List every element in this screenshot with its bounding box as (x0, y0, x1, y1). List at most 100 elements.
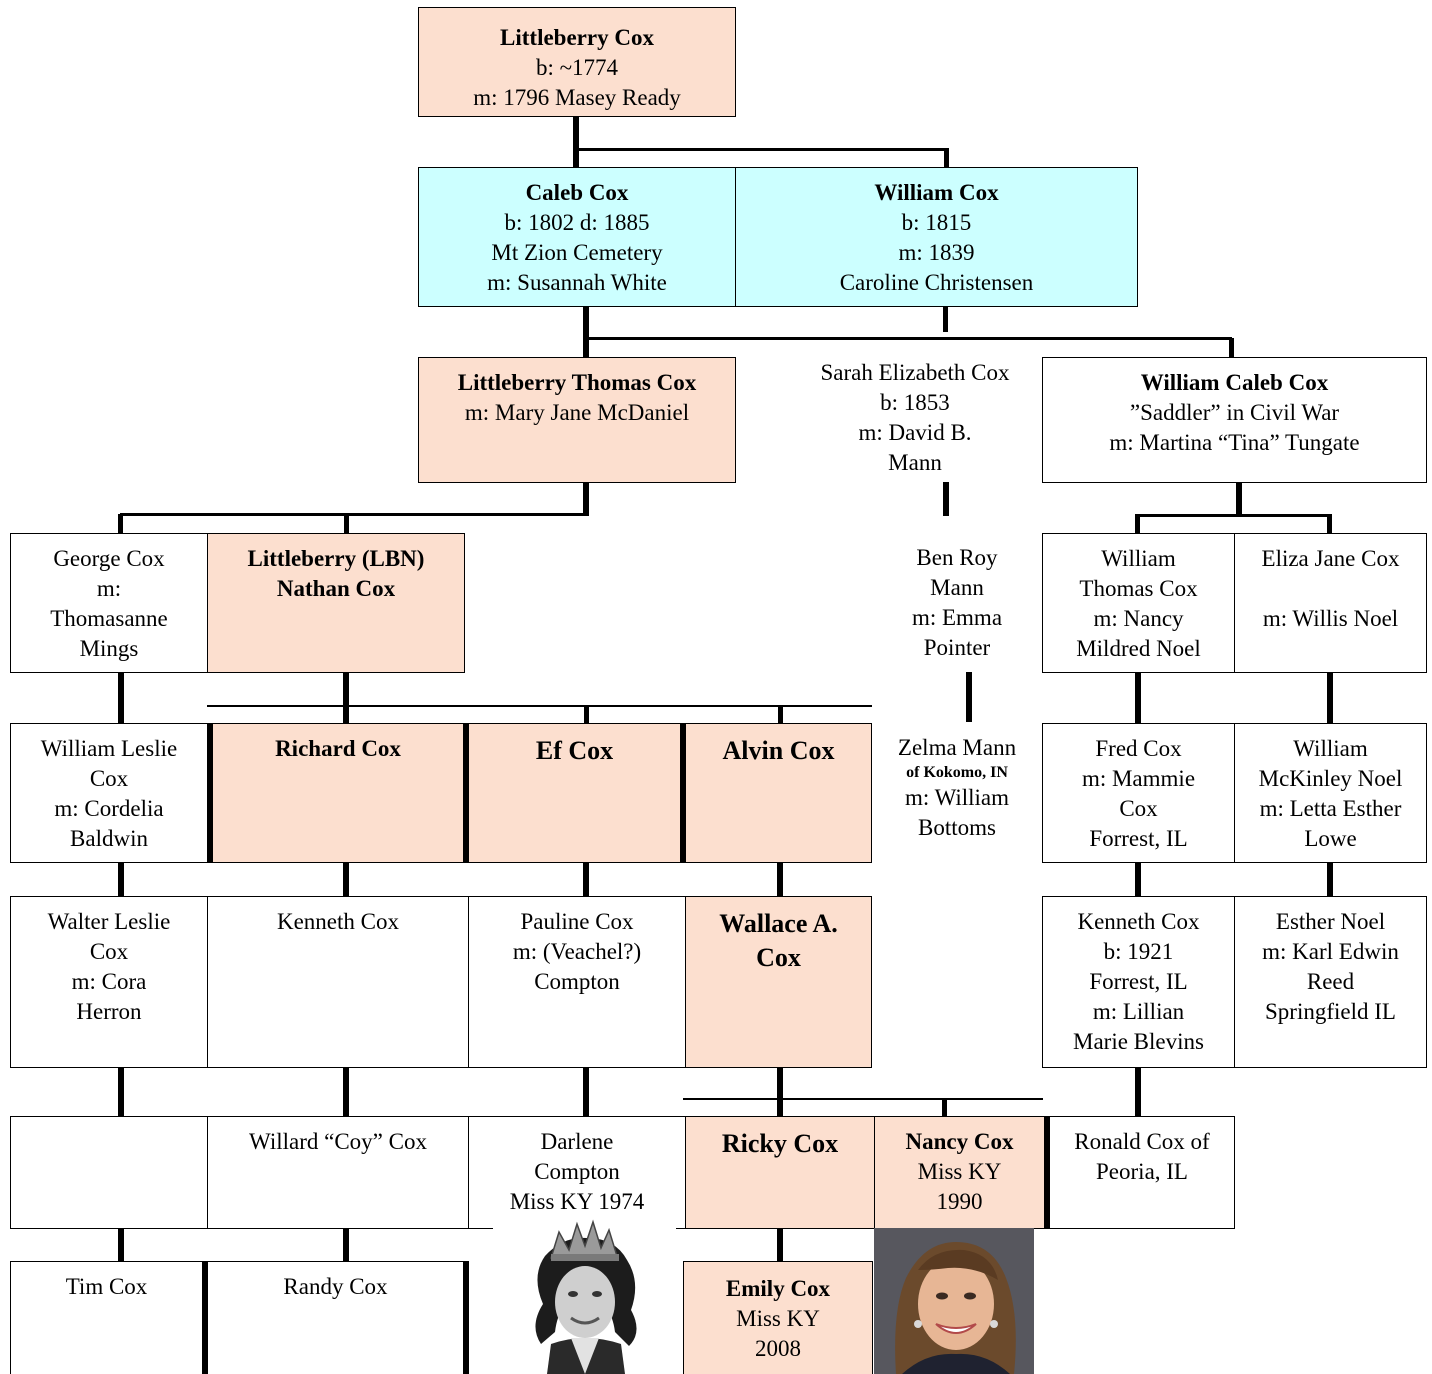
person-detail: Kenneth Cox (1077, 909, 1200, 934)
person-name: Cox (756, 943, 801, 972)
person-detail: m: (96, 576, 122, 601)
connector-line (573, 116, 579, 168)
person-detail: Cox (89, 766, 129, 791)
nancy-cox-photo (874, 1228, 1034, 1374)
person-detail: m: (Veachel?) (512, 939, 642, 964)
person-detail: Sarah Elizabeth Cox (820, 360, 1010, 385)
person-william-thomas-cox: William Thomas Cox m: Nancy Mildred Noel (1042, 533, 1235, 673)
person-detail: m: Karl Edwin (1262, 939, 1399, 964)
person-detail: Eliza Jane Cox (1261, 546, 1400, 571)
person-william-mckinley-noel: William McKinley Noel m: Letta Esther Lo… (1234, 723, 1427, 863)
person-name: William Cox (874, 180, 999, 205)
person-detail: m: David B. (858, 420, 972, 445)
person-detail: Miss KY (917, 1159, 1002, 1184)
person-name: Alvin Cox (722, 736, 835, 765)
person-littleberry-cox: Littleberry Cox b: ~1774 m: 1796 Masey R… (418, 7, 736, 117)
connector-line (343, 862, 349, 897)
connector-line (683, 1098, 1043, 1100)
person-name: Nancy Cox (905, 1129, 1014, 1154)
person-detail: Zelma Mann (897, 735, 1017, 760)
person-detail: Marie Blevins (1073, 1029, 1204, 1054)
person-detail: Forrest, IL (1089, 969, 1188, 994)
person-nancy-cox: Nancy Cox Miss KY 1990 (874, 1116, 1050, 1229)
person-detail: m: Nancy (1093, 606, 1184, 631)
connector-line (1135, 672, 1141, 724)
person-detail: b: 1853 (880, 390, 950, 415)
person-detail: m: 1839 (898, 240, 975, 265)
person-detail: William (1293, 736, 1368, 761)
person-eliza-jane-cox: Eliza Jane Cox m: Willis Noel (1234, 533, 1427, 673)
person-richard-cox: Richard Cox (207, 723, 469, 863)
connector-line (966, 672, 972, 722)
person-detail: m: Letta Esther (1259, 796, 1402, 821)
person-detail: m: Mammie (1081, 766, 1196, 791)
person-detail: Cox (89, 939, 129, 964)
person-detail: Mt Zion Cemetery (491, 240, 663, 265)
connector-line (777, 862, 783, 897)
person-detail: Mann (930, 575, 984, 600)
portrait-image (874, 1228, 1034, 1374)
person-fred-cox: Fred Cox m: Mammie Cox Forrest, IL (1042, 723, 1235, 863)
person-detail: Esther Noel (1275, 909, 1386, 934)
connector-line (118, 672, 124, 724)
person-detail: Reed (1306, 969, 1355, 994)
connector-line (1229, 338, 1234, 358)
person-name: Ricky Cox (721, 1129, 839, 1158)
person-kenneth-cox-1921: Kenneth Cox b: 1921 Forrest, IL m: Lilli… (1042, 896, 1235, 1068)
person-name: Wallace A. (719, 909, 838, 938)
person-littleberry-lbn-nathan-cox: Littleberry (LBN) Nathan Cox (207, 533, 465, 673)
person-emily-cox: Emily Cox Miss KY 2008 (683, 1261, 873, 1374)
person-detail: Randy Cox (283, 1274, 388, 1299)
person-sarah-elizabeth-cox: Sarah Elizabeth Cox b: 1853 m: David B. … (790, 358, 1040, 482)
person-detail: m: Lillian (1092, 999, 1185, 1024)
person-caleb-cox: Caleb Cox b: 1802 d: 1885 Mt Zion Cemete… (418, 167, 736, 307)
connector-line (1327, 514, 1332, 534)
person-detail: b: ~1774 (535, 55, 619, 80)
person-zelma-mann: Zelma Mann of Kokomo, IN m: William Bott… (880, 723, 1034, 863)
connector-line (583, 306, 589, 358)
connector-line (343, 1068, 349, 1117)
person-william-leslie-cox: William Leslie Cox m: Cordelia Baldwin (10, 723, 208, 863)
person-detail: m: Martina “Tina” Tungate (1109, 430, 1360, 455)
person-detail: m: Mary Jane McDaniel (464, 400, 690, 425)
person-ben-roy-mann: Ben Roy Mann m: Emma Pointer (880, 533, 1034, 673)
person-detail: ”Saddler” in Civil War (1129, 400, 1340, 425)
person-detail: Miss KY (736, 1306, 820, 1331)
connector-line (586, 337, 1232, 340)
person-detail: Fred Cox (1095, 736, 1182, 761)
connector-line (777, 1068, 783, 1117)
person-william-caleb-cox: William Caleb Cox ”Saddler” in Civil War… (1042, 357, 1427, 483)
connector-line (118, 1068, 124, 1117)
person-name: Caleb Cox (525, 180, 629, 205)
person-alvin-cox: Alvin Cox (685, 723, 872, 863)
person-detail: Mings (79, 636, 139, 661)
connector-line (1236, 482, 1242, 516)
person-detail: Mildred Noel (1076, 636, 1201, 661)
person-name: Ef Cox (535, 736, 614, 765)
connector-line (943, 482, 949, 516)
person-detail: Lowe (1304, 826, 1357, 851)
person-detail: b: 1921 (1103, 939, 1174, 964)
connector-line (583, 1068, 589, 1117)
person-detail: Thomasanne (50, 606, 168, 631)
person-george-cox: George Cox m: Thomasanne Mings (10, 533, 208, 673)
connector-line (344, 514, 349, 534)
person-ef-cox: Ef Cox (468, 723, 686, 863)
person-detail: b: 1802 d: 1885 (504, 210, 650, 235)
connector-line (118, 862, 124, 897)
person-detail: Peoria, IL (1096, 1159, 1188, 1184)
person-detail: Kenneth Cox (276, 909, 399, 934)
person-detail: William Leslie (40, 736, 178, 761)
connector-line (777, 1228, 783, 1262)
connector-line (118, 514, 123, 534)
person-ronald-cox: Ronald Cox of Peoria, IL (1049, 1116, 1235, 1229)
connector-line (942, 1099, 947, 1117)
person-detail: m: Emma (911, 605, 1003, 630)
person-detail: m: Cora (71, 969, 147, 994)
person-randy-cox: Randy Cox (207, 1261, 469, 1374)
person-detail: m: 1796 Masey Ready (473, 85, 681, 110)
person-littleberry-thomas-cox: Littleberry Thomas Cox m: Mary Jane McDa… (418, 357, 736, 483)
person-name: Richard Cox (275, 736, 401, 761)
person-name: Nathan Cox (276, 576, 396, 601)
person-detail: Thomas Cox (1079, 576, 1198, 601)
